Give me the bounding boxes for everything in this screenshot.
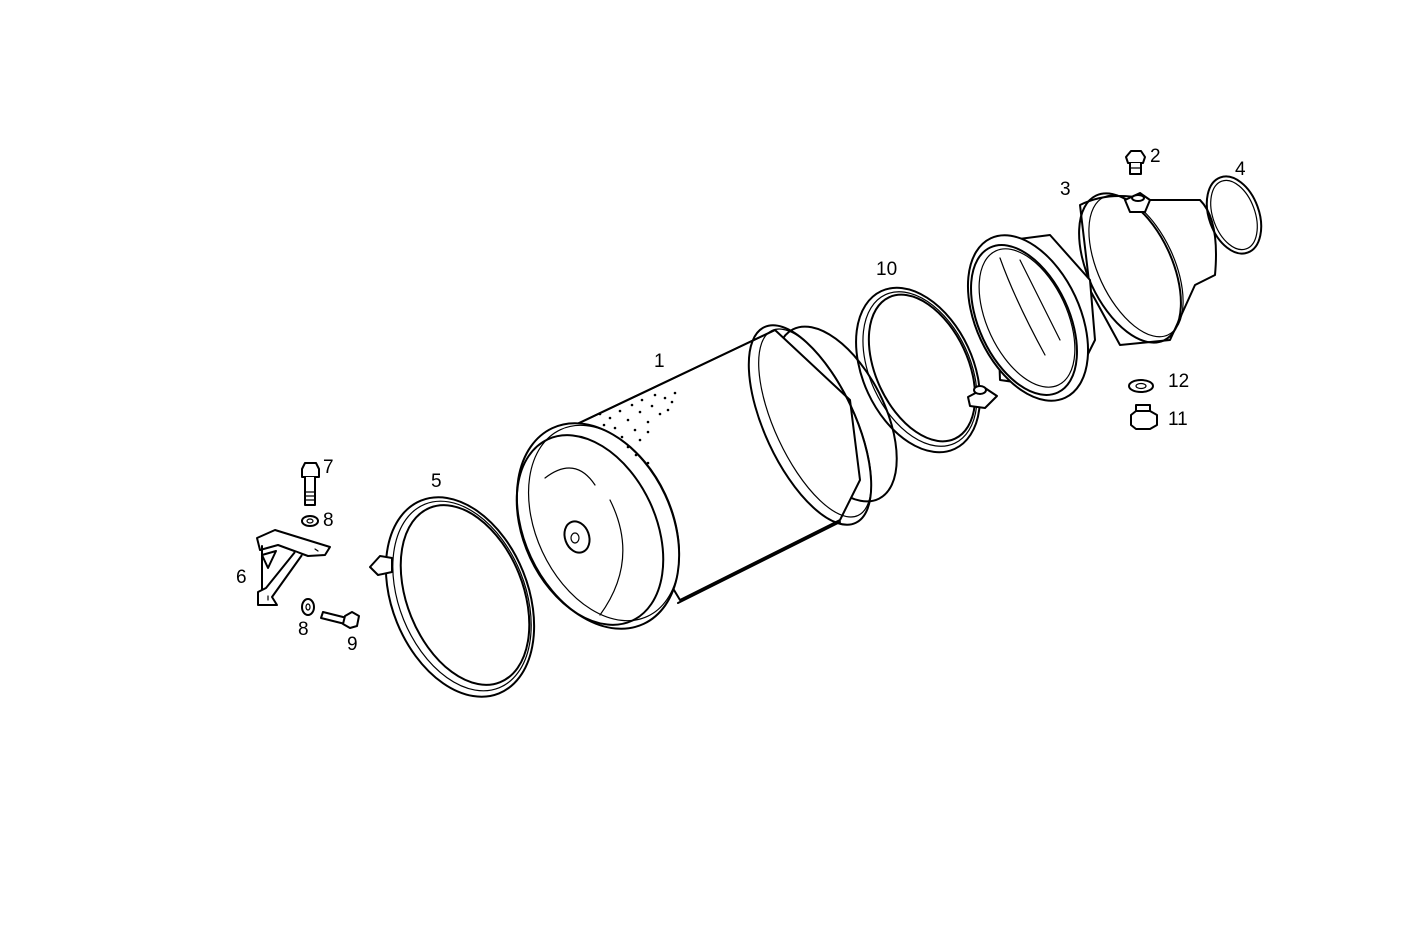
callout-10: 10	[876, 259, 898, 280]
callout-6: 6	[236, 567, 247, 588]
callout-8-lower: 8	[298, 619, 309, 640]
callout-4: 4	[1235, 159, 1246, 180]
callout-7: 7	[323, 457, 334, 478]
mounting-bracket	[256, 529, 331, 606]
bolt-top	[301, 462, 320, 506]
clamp-band-rear	[855, 286, 998, 454]
callout-5: 5	[431, 471, 442, 492]
o-ring	[1205, 175, 1263, 255]
callout-12: 12	[1168, 371, 1190, 392]
callout-1: 1	[654, 351, 665, 372]
washer-lower	[301, 598, 315, 616]
outlet-housing	[966, 192, 1217, 402]
callout-11: 11	[1168, 409, 1188, 430]
clamp-band-front	[369, 496, 536, 698]
callout-9: 9	[347, 634, 358, 655]
sealing-washer	[1128, 379, 1154, 393]
bolt-side	[320, 611, 360, 629]
filter-canister	[515, 324, 898, 630]
drain-plug	[1130, 404, 1158, 430]
washer-upper	[301, 515, 319, 527]
callout-8-upper: 8	[323, 510, 334, 531]
callout-3: 3	[1060, 179, 1071, 200]
callout-2: 2	[1150, 146, 1161, 167]
plug-screw-top	[1125, 150, 1146, 175]
